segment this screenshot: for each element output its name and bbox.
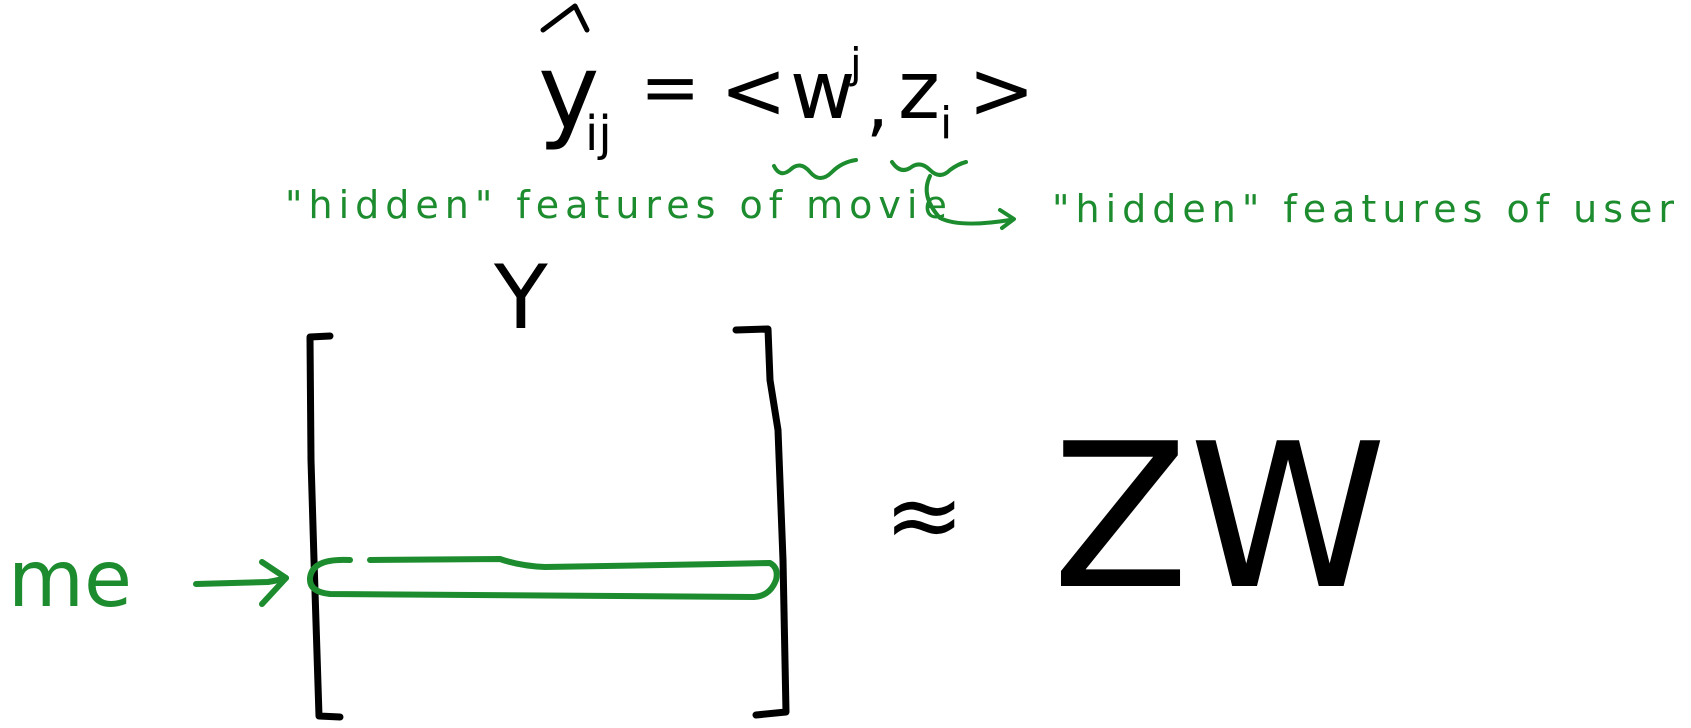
equation: y ij = < w j , z i > (538, 3, 1035, 162)
user-features-note: "hidden" features of user (1052, 187, 1680, 231)
equation-lhs-base: y (538, 31, 600, 153)
me-row-highlight (306, 556, 780, 600)
left-bracket (306, 332, 344, 721)
brace-under-w (772, 158, 858, 180)
approximation: ≈ ZW (884, 401, 1387, 634)
me-arrow (193, 575, 289, 587)
right-bracket (732, 325, 790, 719)
matrix-y: Y (306, 246, 790, 721)
annotations: "hidden" features of movie "hidden" feat… (285, 158, 1680, 231)
arrow-to-user-note-head (998, 208, 1016, 230)
me-pointer: me (8, 535, 289, 625)
equation-open-bracket: < (720, 44, 787, 137)
matrix-label: Y (493, 246, 548, 349)
me-arrow-head (259, 559, 289, 607)
arrow-to-user-note (924, 174, 1012, 226)
equation-hat-stroke (540, 3, 590, 33)
equation-w-base: w (790, 44, 855, 137)
brace-under-z (890, 160, 968, 177)
equation-close-bracket: > (968, 44, 1035, 137)
zw-product: ZW (1052, 401, 1387, 634)
approx-symbol: ≈ (884, 459, 964, 571)
equation-z-base: z (898, 44, 940, 137)
equation-lhs-subscript: ij (585, 106, 612, 162)
equation-equals: = (640, 45, 700, 129)
movie-features-note: "hidden" features of movie (285, 183, 953, 227)
equation-z-subscript: i (940, 98, 952, 149)
me-label: me (8, 535, 132, 625)
equation-w-superscript: j (849, 39, 862, 88)
equation-comma: , (866, 61, 889, 145)
